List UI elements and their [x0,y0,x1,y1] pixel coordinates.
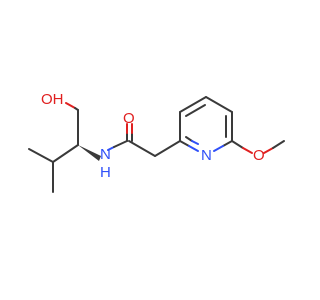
bond-o-me [272,140,285,149]
bond-n-co-c [113,140,128,148]
ring-bond-c3-c4 [179,96,207,113]
ring-bond-c6-n [222,140,233,147]
molecule-structure: OH O N H N O [28,91,285,193]
ring-bond-c2-n-inner [185,136,193,142]
hydroxyl-label: OH [41,91,64,108]
ring-bond-c6-n-n [213,145,224,152]
ring-bond-c3-c4-inner [185,104,206,117]
bond-c6-o-o [242,147,253,154]
carbonyl-oxygen-label: O [123,110,135,127]
wedge-bond [78,145,101,161]
bond-ch-me1 [28,148,54,163]
pyridine-nitrogen-label: N [201,147,212,164]
ring-bond-c2-n [179,140,190,147]
bond-o-me-o [263,147,274,154]
methoxy-oxygen-label: O [253,147,265,164]
amide-nitrogen-label: N [100,146,111,163]
bond-n-co [107,146,115,151]
ring-bond-c4-c5 [205,96,233,113]
amide-hydrogen-label: H [100,164,111,181]
bond-stereo-ch [52,144,79,163]
ring-bond-c2-n-inner-n [191,140,199,145]
bond-oh-ch2 [65,102,76,109]
bond-c6-o [231,140,244,149]
bond-co-ch2 [128,140,156,157]
ring-bond-c2-n-n [188,145,199,152]
bond-ch2-ring [154,140,181,157]
